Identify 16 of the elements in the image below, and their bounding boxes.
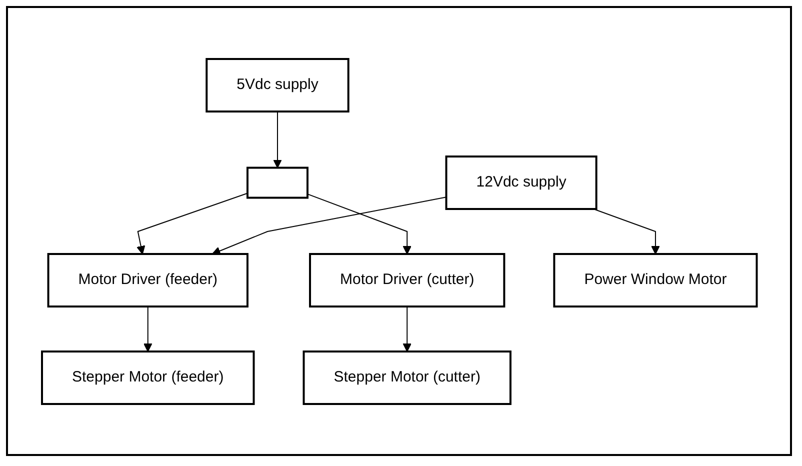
node-box bbox=[308, 252, 505, 307]
arrow bbox=[143, 306, 152, 352]
node-box bbox=[40, 350, 254, 404]
node-box bbox=[205, 58, 349, 112]
node-box bbox=[444, 155, 597, 210]
node-box bbox=[246, 166, 308, 198]
arrow bbox=[136, 192, 248, 254]
arrow bbox=[272, 110, 282, 168]
arrow bbox=[402, 306, 412, 352]
arrow bbox=[592, 208, 660, 254]
node-box bbox=[552, 252, 758, 307]
diagram-border: 5Vdc supply 12Vdc supply Motor Driver (feeder) Motor Driver (cutter) Power Window Motor Stepper Motor (feeder) Stepper Motor (cutter) bbox=[6, 6, 792, 456]
arrow bbox=[306, 193, 412, 254]
arrow bbox=[212, 196, 446, 255]
node-box bbox=[302, 350, 512, 404]
node-box bbox=[46, 252, 248, 307]
